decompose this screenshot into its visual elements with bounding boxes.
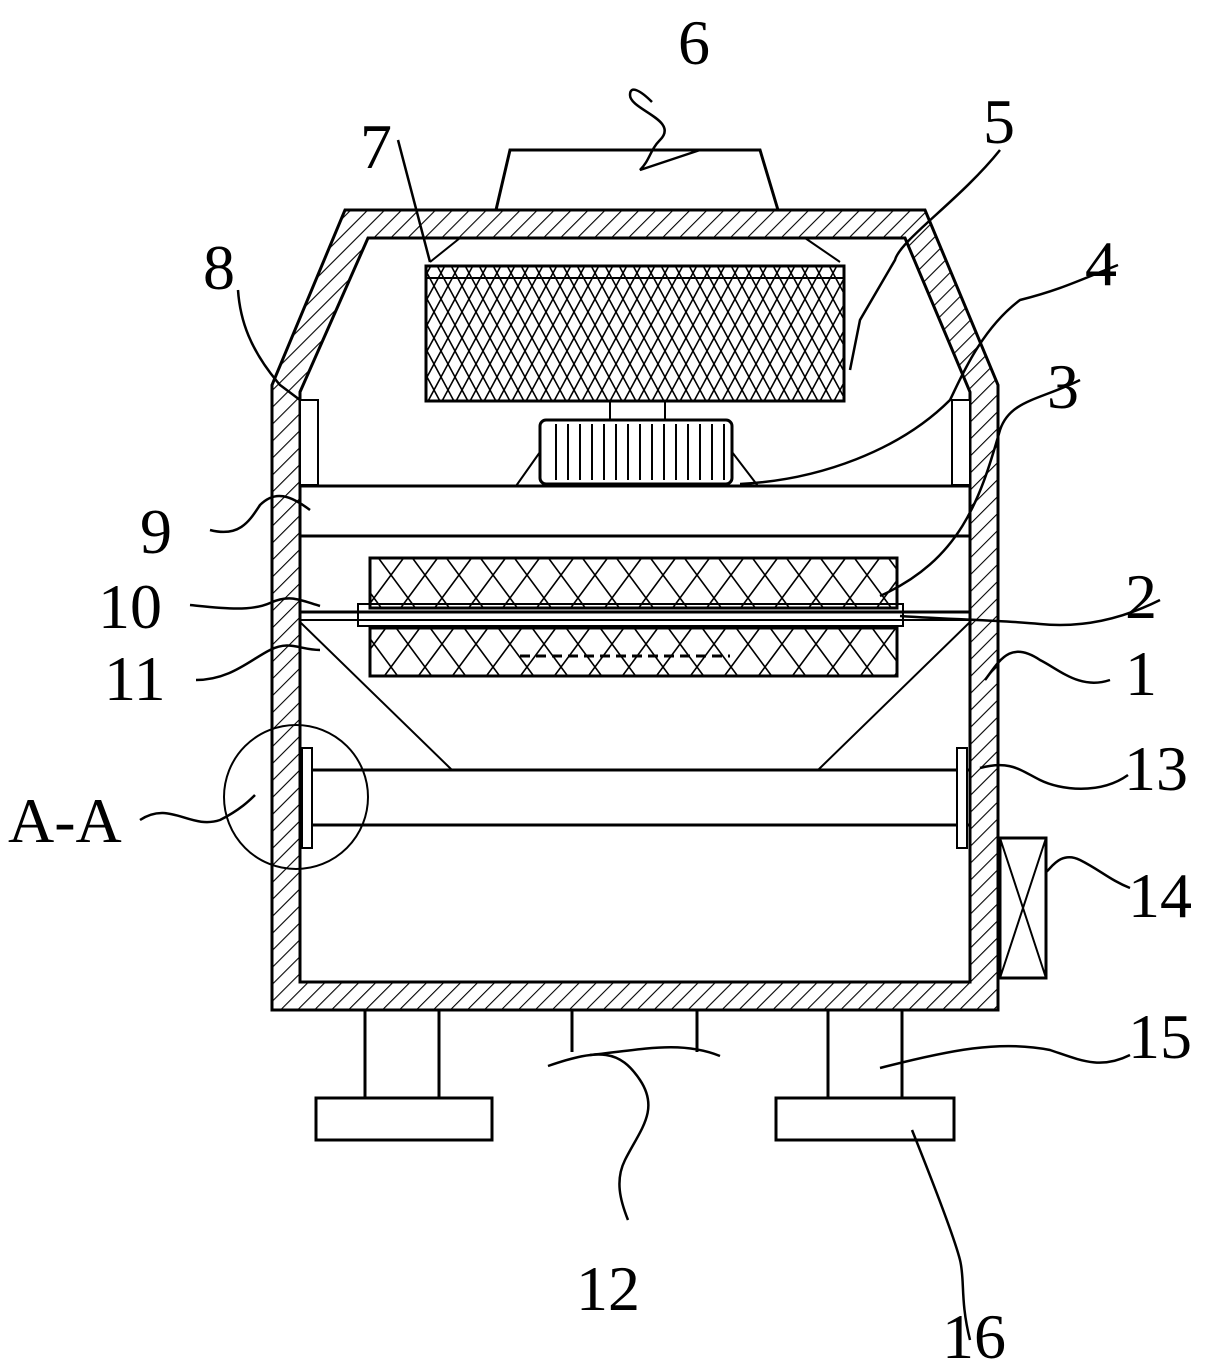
label-3: 3 (1047, 351, 1079, 422)
label-12: 12 (576, 1253, 640, 1324)
label-8: 8 (203, 232, 235, 303)
section-circle (223, 724, 369, 870)
side-valve (998, 836, 1048, 980)
bottom-outlet (570, 1010, 699, 1052)
left-leg (314, 1008, 494, 1142)
funnel (299, 621, 971, 771)
leader-lines (139, 88, 1161, 1341)
label-5: 5 (983, 86, 1015, 157)
label-2: 2 (1125, 561, 1157, 632)
label-11: 11 (104, 643, 166, 714)
label-6: 6 (678, 7, 710, 78)
side-brackets (299, 399, 971, 486)
support-plate (300, 484, 970, 538)
fan-rotor (538, 418, 734, 486)
drive-shaft (609, 401, 666, 420)
label-7: 7 (360, 111, 392, 182)
label-16: 16 (942, 1301, 1006, 1364)
filter-block-lower (368, 626, 899, 678)
label-13: 13 (1124, 733, 1188, 804)
right-leg (774, 1008, 956, 1142)
label-14: 14 (1128, 860, 1192, 931)
fan-base (515, 451, 759, 487)
label-9: 9 (140, 496, 172, 567)
labels: 6 7 5 4 8 3 9 2 10 11 1 13 A-A 14 15 12 … (8, 7, 1192, 1364)
label-10: 10 (98, 571, 162, 642)
label-1: 1 (1125, 638, 1157, 709)
label-4: 4 (1085, 228, 1117, 299)
top-motor-housing (494, 148, 780, 211)
cross-pipe (300, 747, 970, 849)
upper-filter-cartridge (424, 237, 846, 403)
label-15: 15 (1128, 1001, 1192, 1072)
label-A-A: A-A (8, 785, 122, 856)
filter-block-upper (368, 556, 899, 610)
housing-wall (270, 208, 1000, 1012)
